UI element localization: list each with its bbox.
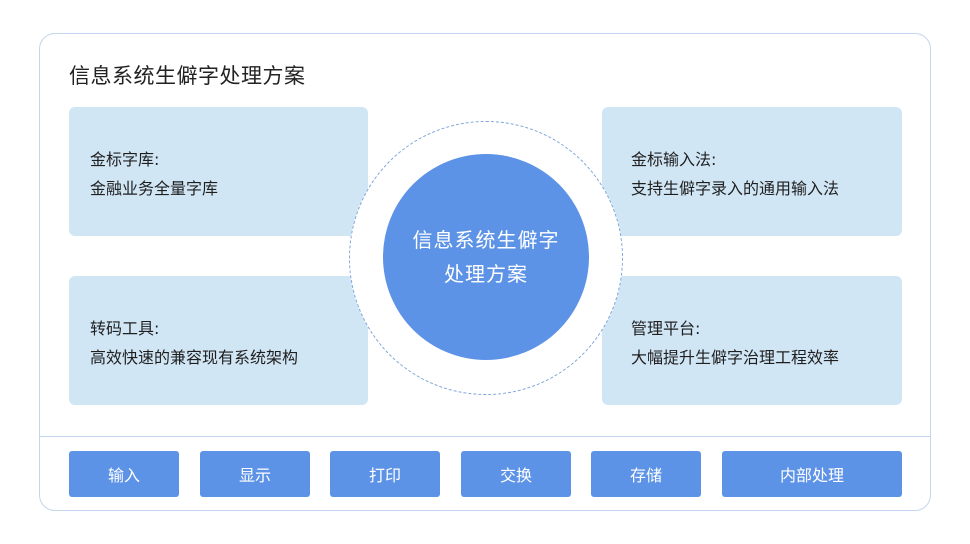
print-button[interactable]: 打印 bbox=[330, 451, 440, 497]
card-heading: 转码工具: bbox=[90, 319, 160, 338]
card-description: 大幅提升生僻字治理工程效率 bbox=[631, 348, 840, 367]
card-description: 金融业务全量字库 bbox=[90, 179, 219, 198]
hub-label: 信息系统生僻字处理方案 bbox=[412, 228, 560, 286]
card-font-library: 金标字库: 金融业务全量字库 bbox=[69, 107, 368, 236]
section-divider bbox=[40, 436, 930, 437]
card-management-platform: 管理平台: 大幅提升生僻字治理工程效率 bbox=[602, 276, 902, 405]
card-heading: 金标输入法: bbox=[631, 150, 717, 169]
input-button[interactable]: 输入 bbox=[69, 451, 179, 497]
card-input-method: 金标输入法: 支持生僻字录入的通用输入法 bbox=[602, 107, 902, 236]
card-heading: 管理平台: bbox=[631, 319, 701, 338]
card-description: 高效快速的兼容现有系统架构 bbox=[90, 348, 299, 367]
display-button[interactable]: 显示 bbox=[200, 451, 310, 497]
card-heading: 金标字库: bbox=[90, 150, 160, 169]
storage-button[interactable]: 存储 bbox=[591, 451, 701, 497]
exchange-button[interactable]: 交换 bbox=[461, 451, 571, 497]
card-transcoding-tool: 转码工具: 高效快速的兼容现有系统架构 bbox=[69, 276, 368, 405]
card-description: 支持生僻字录入的通用输入法 bbox=[631, 179, 840, 198]
center-hub: 信息系统生僻字处理方案 bbox=[383, 154, 589, 360]
internal-processing-button[interactable]: 内部处理 bbox=[722, 451, 902, 497]
diagram-title: 信息系统生僻字处理方案 bbox=[69, 64, 306, 88]
